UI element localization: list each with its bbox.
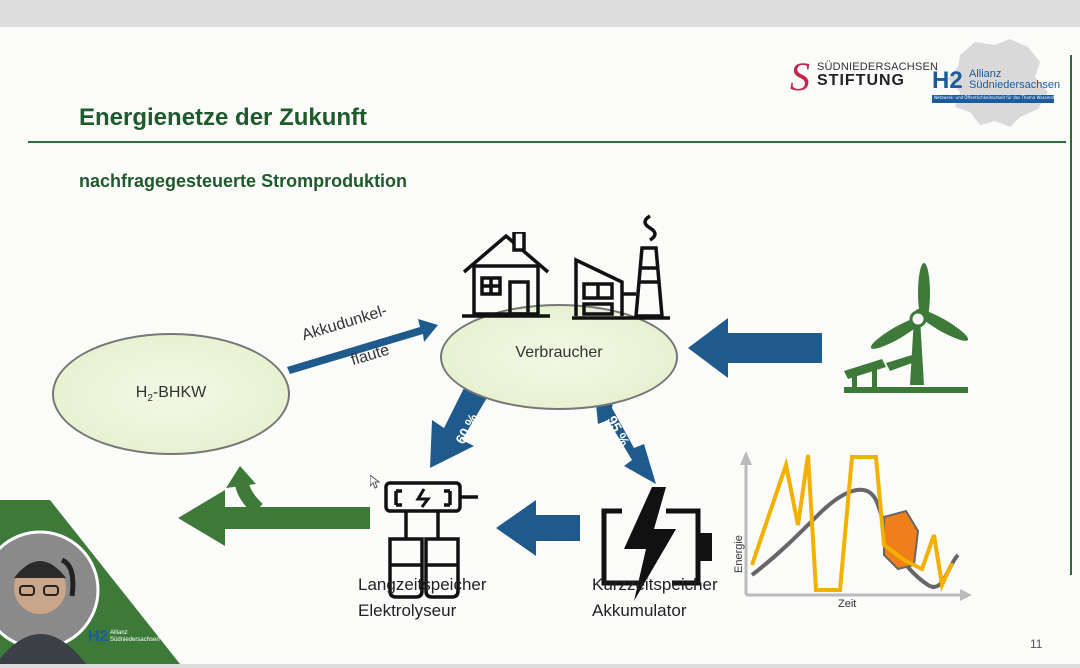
battery-icon <box>601 487 712 601</box>
h2-line1: Allianz <box>969 68 1002 80</box>
chart-x-label: Zeit <box>838 598 857 610</box>
h2-tagline-bar <box>932 95 1054 103</box>
arrow-akkudunkelflaute <box>287 319 438 374</box>
arrow-from-renewables <box>688 318 822 378</box>
arrow-battery-to-electrolyzer <box>496 500 580 556</box>
stiftung-logo-line1: SÜDNIEDERSACHSEN <box>817 61 939 73</box>
kurzzeit-label-line2: Akkumulator <box>592 601 687 620</box>
h2-line2: Südniedersachsen <box>969 79 1061 91</box>
langzeit-label-line2: Elektrolyseur <box>358 601 457 620</box>
slide-subtitle: nachfragegesteuerte Stromproduktion <box>79 171 408 191</box>
arrow-95-percent <box>594 384 656 484</box>
webcam-logo-line2: Südniedersachsen <box>110 637 160 643</box>
slide: S SÜDNIEDERSACHSEN STIFTUNG H2 Allianz S… <box>0 27 1080 664</box>
energy-time-chart <box>740 451 972 601</box>
stiftung-logo: S SÜDNIEDERSACHSEN STIFTUNG <box>790 54 939 99</box>
right-edge-line <box>1070 55 1072 575</box>
electrolyzer-icon <box>384 481 478 599</box>
verbraucher-label: Verbraucher <box>515 344 603 361</box>
slide-title: Energienetze der Zukunft <box>79 104 368 131</box>
supply-curve <box>750 454 954 592</box>
h2-allianz-logo: H2 Allianz Südniedersachsen Netzwerk- un… <box>930 37 1061 127</box>
factory-icon <box>572 214 670 320</box>
house-icon <box>462 232 550 318</box>
kurzzeit-label-line1: Kurzzeitspeicher <box>592 575 718 594</box>
webcam-logo-mark: H2 <box>88 628 109 645</box>
bhkw-label: H2-BHKW <box>135 383 207 405</box>
chart-y-label: Energie <box>733 535 745 573</box>
stiftung-logo-line2: STIFTUNG <box>817 72 905 89</box>
arrow-green-branch <box>235 482 263 515</box>
webcam-logo-line1: Allianz <box>110 630 128 636</box>
page-number: 11 <box>1030 637 1043 651</box>
title-divider <box>28 141 1066 143</box>
verbraucher-node: Verbraucher <box>440 304 678 410</box>
webcam-overlay: H2 Allianz Südniedersachsen <box>0 500 180 664</box>
diagram-arrows <box>178 318 822 556</box>
h2-tagline: Netzwerk- und Öffentlichkeitsarbeit für … <box>934 95 1060 100</box>
langzeit-label-line1: Langzeitspeicher <box>358 575 487 594</box>
wind-solar-icon <box>844 263 969 393</box>
storage-fill <box>883 509 920 571</box>
region-map-icon <box>948 39 1048 127</box>
demand-curve <box>750 487 960 589</box>
webcam-logo: H2 Allianz Südniedersachsen <box>88 628 160 654</box>
h2-mark: H2 <box>932 67 963 94</box>
bhkw-node: H2-BHKW <box>52 333 290 455</box>
arrow-60-percent <box>430 384 488 468</box>
webcam-frame <box>0 500 180 664</box>
arrow-green-left <box>178 490 370 546</box>
cursor-icon <box>370 475 380 489</box>
